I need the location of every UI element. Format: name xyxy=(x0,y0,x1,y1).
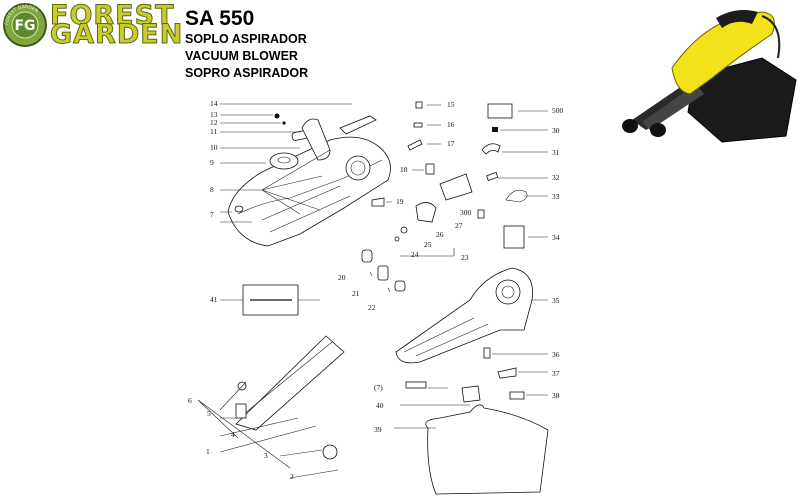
callout-label: 38 xyxy=(552,391,560,400)
part-300 xyxy=(477,209,485,219)
part-22 xyxy=(394,280,406,292)
callout-label: 32 xyxy=(552,173,560,182)
callout-label: 300 xyxy=(460,208,472,217)
part-35-lower-housing xyxy=(395,267,533,364)
callout-label: 17 xyxy=(447,139,455,148)
part-27 xyxy=(415,202,437,223)
part-40-adapter xyxy=(461,385,481,403)
part-7-ring xyxy=(234,205,244,213)
callout-label: 18 xyxy=(400,165,408,174)
callout-label: 3 xyxy=(264,451,268,460)
part-14-switch-lever xyxy=(339,115,377,135)
part-24 xyxy=(394,236,400,242)
callout-label: 500 xyxy=(552,106,564,115)
part-37 xyxy=(497,367,517,379)
callout-label: 8 xyxy=(210,185,214,194)
part-32 xyxy=(486,171,499,182)
part-25 xyxy=(400,226,408,234)
callout-label: 9 xyxy=(210,158,214,167)
part-motor-switch xyxy=(439,173,473,201)
callout-label: 35 xyxy=(552,296,560,305)
callout-label: 13 xyxy=(210,110,218,119)
callout-label: 41 xyxy=(210,295,218,304)
part-20 xyxy=(361,249,373,263)
part-38 xyxy=(509,391,525,400)
forest-garden-logo-emblem: FG FOREST GARDEN xyxy=(3,3,47,47)
callout-label: 30 xyxy=(552,126,560,135)
callout-label: 7 xyxy=(210,210,214,219)
brand-name-line1: FOREST xyxy=(50,0,175,31)
callout-label: 10 xyxy=(210,143,218,152)
part-33-cable xyxy=(505,189,528,203)
part-31 xyxy=(481,143,501,155)
callout-label: 31 xyxy=(552,148,560,157)
callout-label: 1 xyxy=(206,447,210,456)
callout-label: 5 xyxy=(207,409,211,418)
callout-label: 14 xyxy=(210,99,218,108)
callout-label: 22 xyxy=(368,303,376,312)
part-500-box xyxy=(487,103,513,119)
callout-label: 12 xyxy=(210,118,218,127)
callout-label: 37 xyxy=(552,369,560,378)
product-name-portuguese: SOPRO ASPIRADOR xyxy=(185,66,309,80)
product-photo xyxy=(622,10,797,143)
callout-label: 40 xyxy=(376,401,384,410)
part-16 xyxy=(413,122,423,128)
part-12-screw xyxy=(282,121,286,125)
product-name-english: VACUUM BLOWER xyxy=(185,49,298,63)
callout-label: 33 xyxy=(552,192,560,201)
callout-label: 11 xyxy=(210,127,217,136)
callout-label: 36 xyxy=(552,350,560,359)
callout-label: 39 xyxy=(374,425,382,434)
part-2-wheel xyxy=(322,444,338,460)
part-13-screw xyxy=(274,113,280,119)
callout-label: 2 xyxy=(290,472,294,481)
callout-label: 24 xyxy=(411,250,419,259)
part-18 xyxy=(425,163,435,175)
part-30 xyxy=(492,127,498,132)
callout-label: 16 xyxy=(447,120,455,129)
callout-label: 4 xyxy=(231,430,235,439)
callout-label: 23 xyxy=(461,253,469,262)
part-19 xyxy=(371,197,385,207)
callout-label: 21 xyxy=(352,289,360,298)
model-number: SA 550 xyxy=(185,7,255,30)
callout-label: 25 xyxy=(424,240,432,249)
product-name-spanish: SOPLO ASPIRADOR xyxy=(185,32,307,46)
part-5 xyxy=(235,403,247,419)
callout-label: 15 xyxy=(447,100,455,109)
callout-label: (7) xyxy=(374,383,383,392)
part-21-spring xyxy=(377,265,389,281)
callout-label: 6 xyxy=(188,396,192,405)
callout-label: 26 xyxy=(436,230,444,239)
part-7-secondary xyxy=(405,381,427,389)
part-34-box xyxy=(503,225,525,249)
svg-text:FG: FG xyxy=(14,18,35,34)
callout-label: 27 xyxy=(455,221,463,230)
brand-name-line2: GARDEN xyxy=(49,19,184,50)
part-36 xyxy=(483,347,491,359)
part-blow-tube xyxy=(235,335,345,431)
part-39-collection-bag xyxy=(425,404,549,495)
part-9-fan xyxy=(269,152,299,170)
callout-label: 19 xyxy=(396,197,404,206)
part-17 xyxy=(407,139,423,151)
callout-label: 20 xyxy=(338,273,346,282)
callout-label: 34 xyxy=(552,233,560,242)
part-15 xyxy=(415,101,423,109)
upper-housing-half xyxy=(227,127,391,247)
